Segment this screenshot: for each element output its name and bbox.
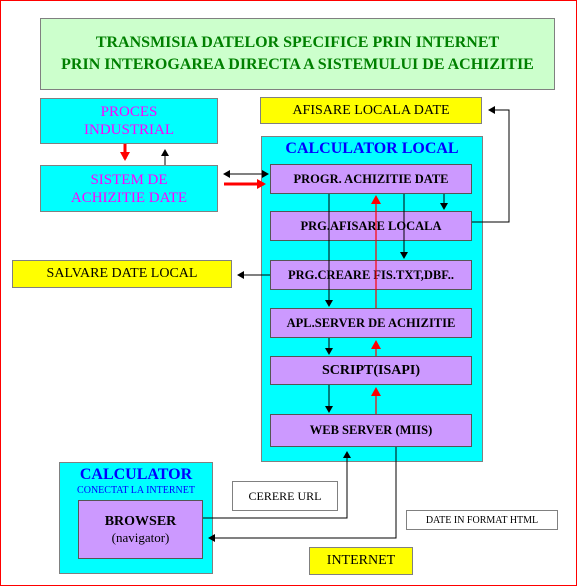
cerere-url-label: CERERE URL xyxy=(248,488,322,503)
calculator-client-subtitle: CONECTAT LA INTERNET xyxy=(77,485,195,496)
browser-label: BROWSER xyxy=(104,513,177,529)
date-html-box: DATE IN FORMAT HTML xyxy=(406,510,558,530)
browser-box: BROWSER (navigator) xyxy=(78,500,203,559)
salvare-local-label: SALVARE DATE LOCAL xyxy=(46,266,198,281)
web-server-box: WEB SERVER (MIIS) xyxy=(270,414,472,447)
sistem-achizitie-box: SISTEM DE ACHIZITIE DATE xyxy=(40,165,218,212)
aplicatie-server-box: APL.SERVER DE ACHIZITIE xyxy=(270,308,472,338)
cerere-url-box: CERERE URL xyxy=(232,481,338,511)
web-response-line xyxy=(208,447,397,542)
script-isapi-box: SCRIPT(ISAPI) xyxy=(270,356,472,385)
program-achizitie-box: PROGR. ACHIZITIE DATE xyxy=(270,164,472,194)
proces-industrial-box: PROCES INDUSTRIAL xyxy=(40,98,218,144)
program-afisare-label: PRG.AFISARE LOCALA xyxy=(300,218,442,233)
internet-label: INTERNET xyxy=(326,553,396,568)
sistem-line-1: SISTEM DE xyxy=(90,171,168,188)
program-achizitie-label: PROGR. ACHIZITIE DATE xyxy=(293,171,449,186)
title-line-1: TRANSMISIA DATELOR SPECIFICE PRIN INTERN… xyxy=(95,34,500,51)
sistem-line-2: ACHIZITIE DATE xyxy=(70,189,188,206)
internet-box: INTERNET xyxy=(309,547,413,575)
aplicatie-server-label: APL.SERVER DE ACHIZITIE xyxy=(286,315,456,330)
proces-line-2: INDUSTRIAL xyxy=(84,122,174,138)
salvare-local-box: SALVARE DATE LOCAL xyxy=(12,260,232,288)
calculator-client-title: CALCULATOR xyxy=(79,466,193,483)
browser-request-line xyxy=(203,451,351,519)
proces-line-1: PROCES xyxy=(100,104,158,120)
script-isapi-label: SCRIPT(ISAPI) xyxy=(321,362,420,378)
afisare-locala-box: AFISARE LOCALA DATE xyxy=(260,97,482,124)
afisare-locala-label: AFISARE LOCALA DATE xyxy=(292,102,450,118)
calculator-local-title: CALCULATOR LOCAL xyxy=(285,140,459,157)
web-server-label: WEB SERVER (MIIS) xyxy=(309,423,433,437)
afisare-feedback-line xyxy=(472,106,510,223)
program-afisare-box: PRG.AFISARE LOCALA xyxy=(270,211,472,241)
title-box: TRANSMISIA DATELOR SPECIFICE PRIN INTERN… xyxy=(40,18,555,90)
title-line-2: PRIN INTEROGAREA DIRECTA A SISTEMULUI DE… xyxy=(61,56,534,73)
date-html-label: DATE IN FORMAT HTML xyxy=(425,514,539,526)
navigator-label: (navigator) xyxy=(111,529,170,545)
